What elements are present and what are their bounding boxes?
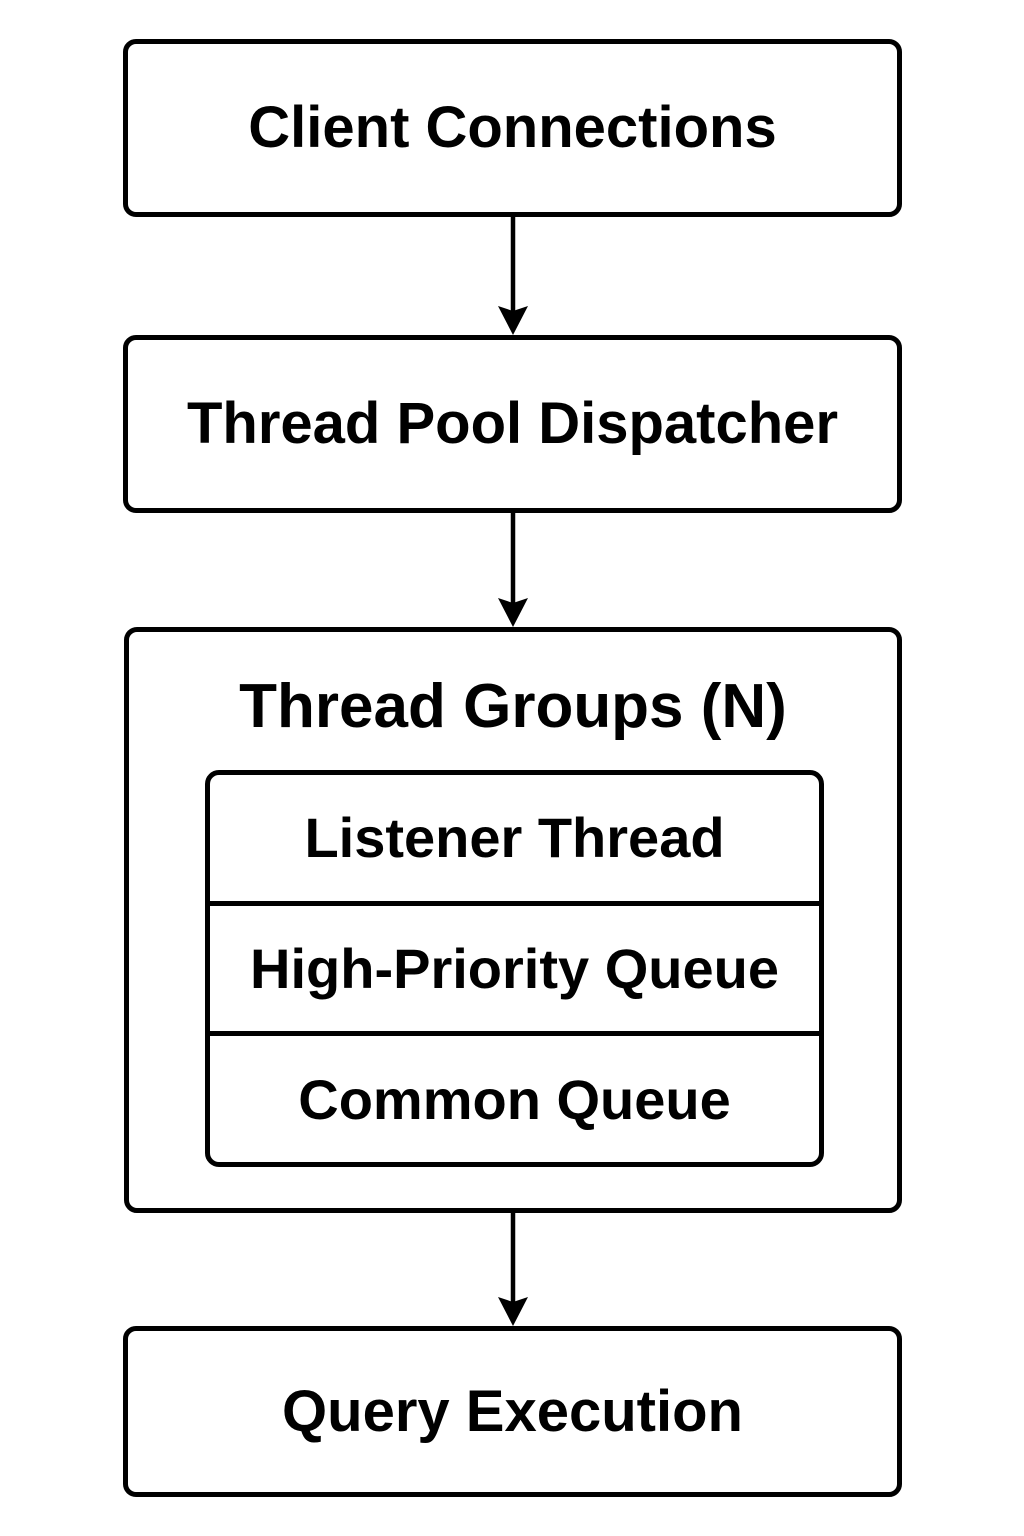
node-thread-groups: Thread Groups (N) Listener Thread High-P… [124,627,902,1213]
node-client-connections-label: Client Connections [248,95,777,160]
node-listener-thread: Listener Thread [304,806,725,870]
node-thread-pool-dispatcher-label: Thread Pool Dispatcher [186,391,839,456]
arrow-client-to-dispatcher [498,215,528,335]
node-client-connections: Client Connections [123,39,902,217]
node-thread-groups-label: Thread Groups (N) [239,671,787,741]
node-common-queue: Common Queue [210,1031,819,1162]
node-high-priority-queue: High-Priority Queue [210,900,819,1032]
node-thread-pool-dispatcher: Thread Pool Dispatcher [123,335,902,513]
arrow-groups-to-query [498,1211,528,1326]
arrow-dispatcher-to-groups [498,511,528,627]
node-query-execution: Query Execution [123,1326,902,1497]
node-query-execution-label: Query Execution [282,1378,743,1444]
thread-group-stack: Listener Thread High-Priority Queue Comm… [205,770,824,1167]
